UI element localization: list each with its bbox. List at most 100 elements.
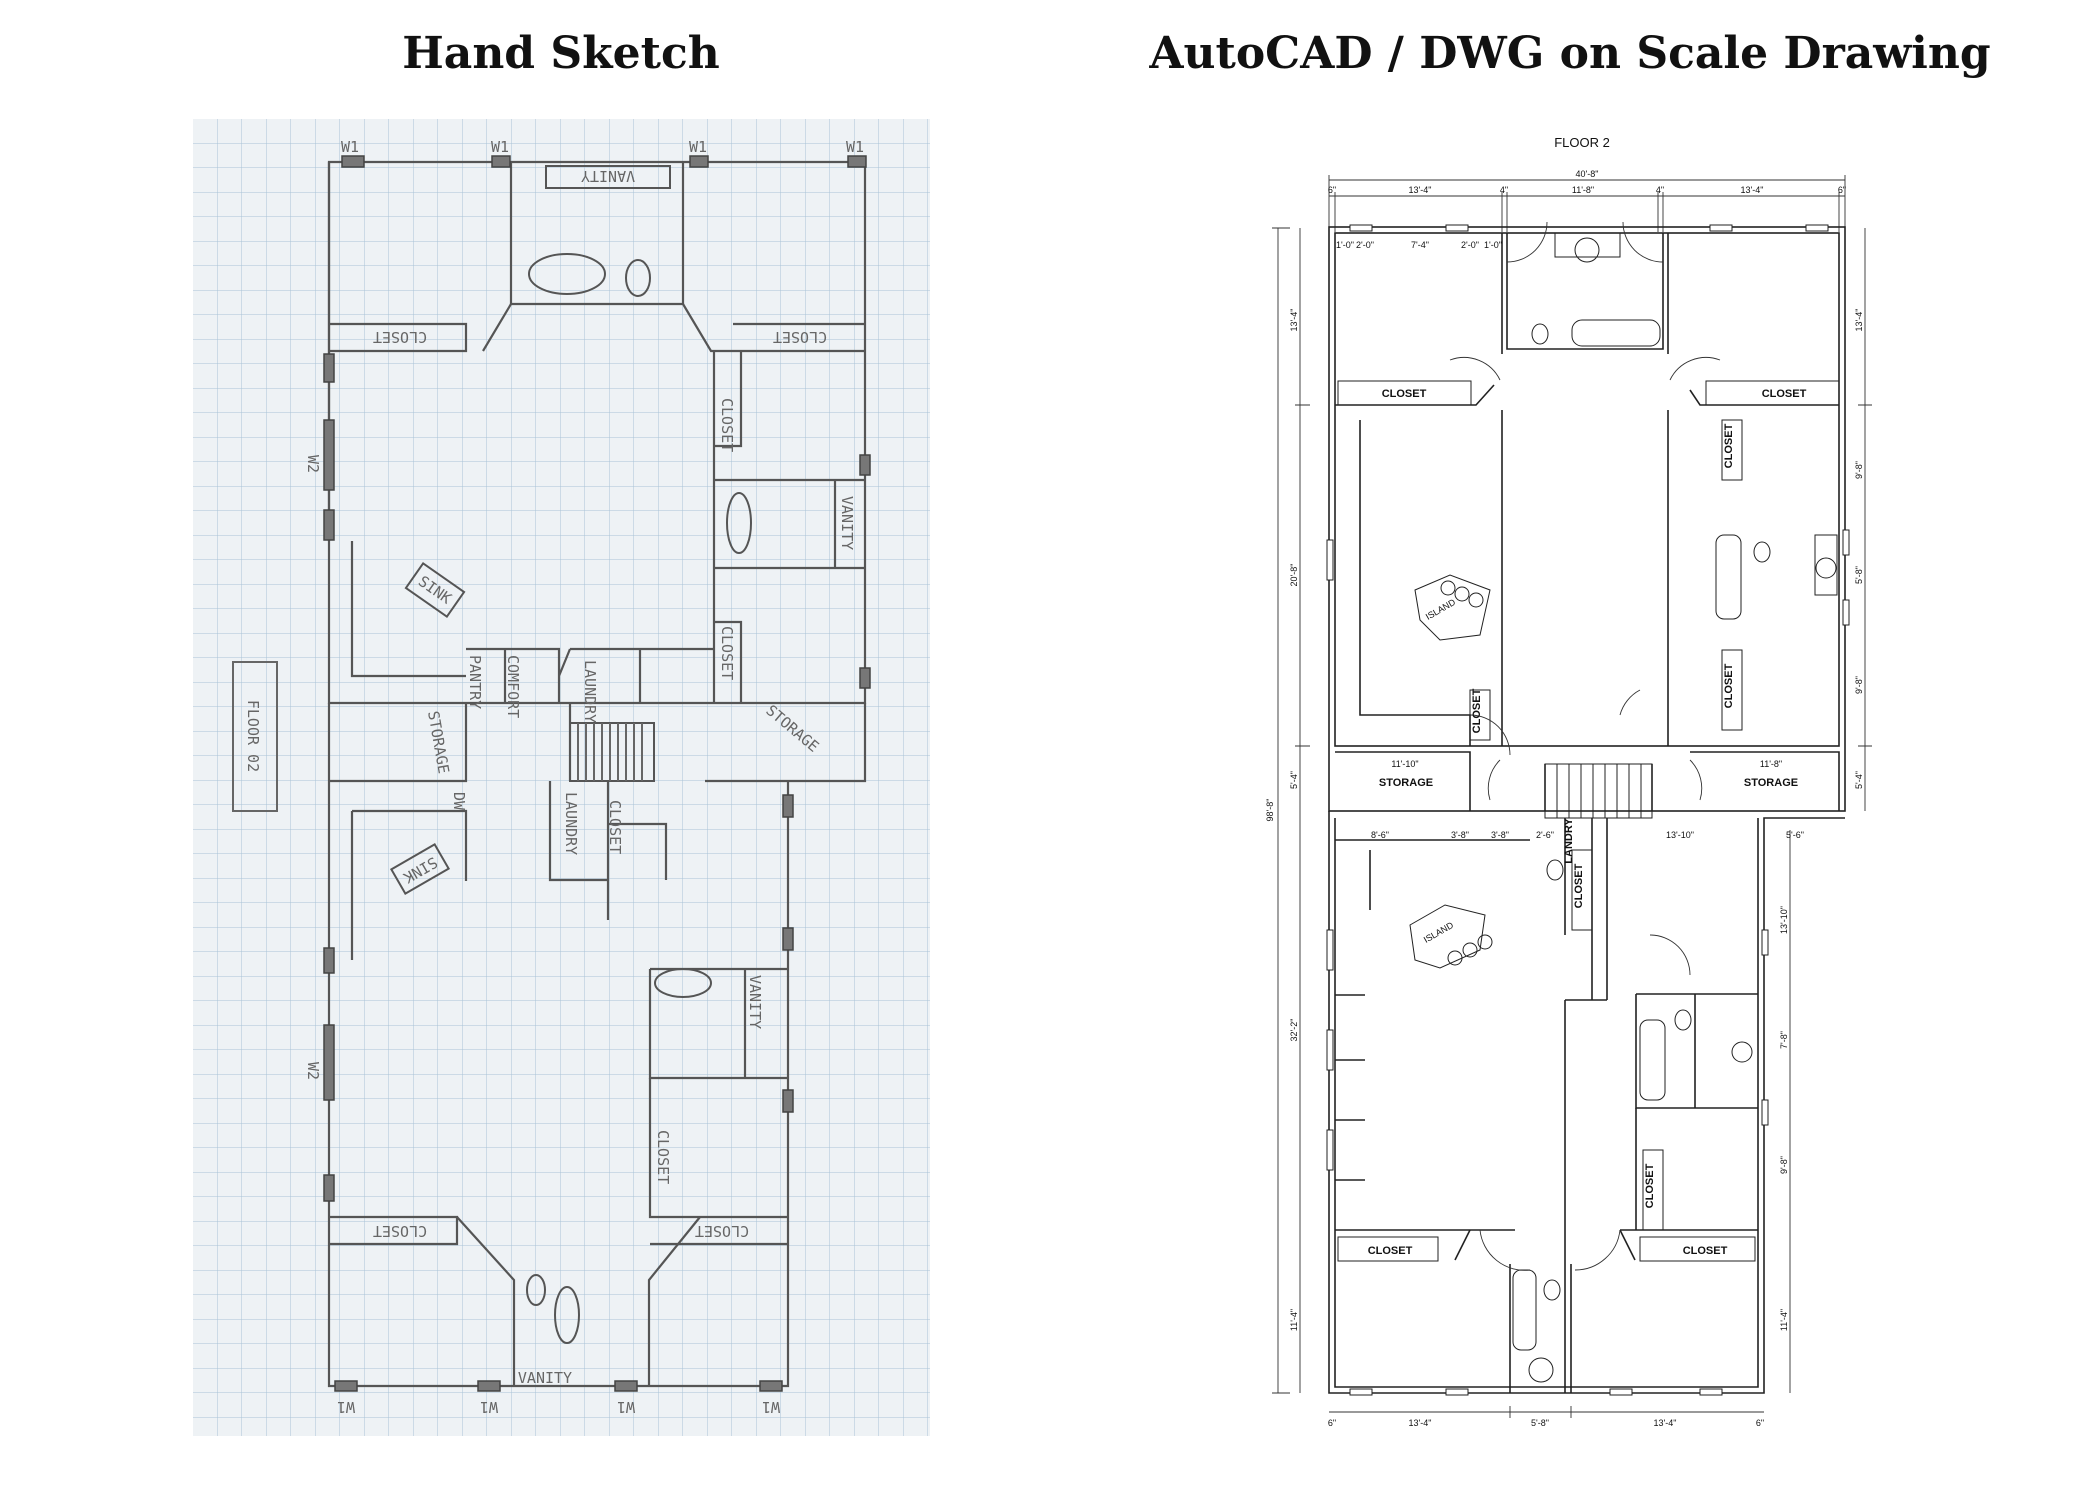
laundry-label: LAUNDRY bbox=[581, 660, 599, 723]
dim-label: 4" bbox=[1656, 185, 1664, 195]
dim-label: 9'-8" bbox=[1854, 676, 1864, 694]
window-tag: W1 bbox=[491, 138, 509, 156]
bathtub-sketch bbox=[554, 1286, 580, 1344]
bathtub bbox=[1512, 1269, 1537, 1351]
closet-label: CLOSET bbox=[718, 398, 736, 452]
comfort-room-label: COMFORT bbox=[504, 655, 522, 718]
sketch-windows bbox=[323, 155, 871, 1392]
dim-label: 11'-8" bbox=[1572, 185, 1594, 195]
cad-windows bbox=[1326, 224, 1850, 1396]
laundry-label: LANDRY bbox=[1563, 818, 1575, 864]
window-w1 bbox=[334, 1380, 358, 1392]
closet-label: CLOSET bbox=[654, 1130, 672, 1184]
dim-label: 13'-10" bbox=[1779, 906, 1789, 934]
dim-label: 11'-4" bbox=[1779, 1309, 1789, 1331]
window-w1 bbox=[859, 454, 871, 476]
window-w1 bbox=[491, 155, 511, 168]
bathtub-sketch bbox=[528, 253, 606, 295]
vanity bbox=[1554, 232, 1621, 258]
dim-label: 5'-6" bbox=[1786, 830, 1804, 840]
hand-sketch: VANITY CLOSET CLOSET CLOSET VANITY CLOSE… bbox=[193, 119, 930, 1436]
closet-label: CLOSET bbox=[1762, 388, 1807, 400]
window-w1 bbox=[782, 1089, 794, 1113]
dim-label: 13'-4" bbox=[1654, 1418, 1677, 1428]
sketch-fixtures bbox=[389, 165, 752, 1344]
dim-label: 32'-2" bbox=[1289, 1019, 1299, 1042]
floor-label-box bbox=[232, 661, 278, 812]
window-w1 bbox=[782, 794, 794, 818]
window-tag: W1 bbox=[762, 1398, 780, 1416]
closet-label: CLOSET bbox=[373, 328, 427, 346]
closet-label: CLOSET bbox=[695, 1222, 749, 1240]
toilet-sketch bbox=[625, 259, 651, 297]
island-label: ISLAND bbox=[1422, 920, 1456, 945]
window-tag: W2 bbox=[304, 455, 322, 473]
window-w1 bbox=[341, 155, 365, 168]
toilet-sketch bbox=[526, 1274, 546, 1306]
sink bbox=[1528, 1357, 1554, 1383]
dim-label: 13'-4" bbox=[1741, 185, 1764, 195]
dim-label: 3'-8" bbox=[1451, 830, 1469, 840]
bathtub bbox=[1715, 534, 1742, 620]
storage-label: STORAGE bbox=[1744, 777, 1798, 789]
vanity-label: VANITY bbox=[518, 1369, 572, 1387]
hand-sketch-title: Hand Sketch bbox=[402, 28, 720, 79]
sink bbox=[1574, 237, 1600, 263]
dim-label: 11'-4" bbox=[1289, 1309, 1299, 1331]
dim-label: 5'-4" bbox=[1289, 771, 1299, 789]
dim-label: 9'-8" bbox=[1854, 461, 1864, 479]
dim-label: 20'-8" bbox=[1289, 564, 1299, 587]
kitchen-island bbox=[1409, 904, 1486, 969]
dim-label: 11'-10" bbox=[1391, 759, 1418, 769]
cad-fixtures bbox=[1409, 232, 1838, 1383]
kitchen-island-sketch bbox=[389, 843, 451, 895]
window-w1 bbox=[323, 947, 335, 974]
window-tag: W2 bbox=[304, 1062, 322, 1080]
window-w2 bbox=[323, 419, 335, 491]
dim-label: 13'-4" bbox=[1289, 309, 1299, 332]
vanity bbox=[1814, 534, 1838, 596]
window-w1 bbox=[323, 1174, 335, 1202]
dim-overall-width: 40'-8" bbox=[1576, 169, 1599, 179]
bathtub-sketch bbox=[654, 968, 712, 998]
dim-label: 1'-0" bbox=[1484, 240, 1502, 250]
toilet bbox=[1546, 859, 1564, 881]
dishwasher-label: DW bbox=[450, 792, 468, 811]
closet-label: CLOSET bbox=[1471, 688, 1483, 733]
kitchen-island bbox=[1414, 574, 1491, 641]
window-w1 bbox=[847, 155, 867, 168]
dim-label: 13'-4" bbox=[1409, 1418, 1432, 1428]
bathtub bbox=[1639, 1019, 1666, 1101]
closet-label: CLOSET bbox=[1644, 1163, 1656, 1208]
closet-label: CLOSET bbox=[1368, 1245, 1413, 1257]
laundry-label: LAUNDRY bbox=[562, 792, 580, 855]
sketch-stairs bbox=[569, 722, 655, 782]
sketch-floor-label: FLOOR 02 bbox=[244, 700, 262, 772]
dim-label: 13'-4" bbox=[1409, 185, 1432, 195]
window-w1 bbox=[614, 1380, 638, 1392]
toilet bbox=[1674, 1009, 1692, 1031]
dim-label: 11'-8" bbox=[1760, 759, 1782, 769]
vanity-label: VANITY bbox=[581, 167, 635, 185]
cad-dimension-lines bbox=[1272, 175, 1872, 1418]
dim-label: 6" bbox=[1756, 1418, 1764, 1428]
sink bbox=[1815, 557, 1837, 579]
closet-label: CLOSET bbox=[1382, 388, 1427, 400]
dim-overall-height: 98'-8" bbox=[1265, 799, 1275, 822]
kitchen-island-sketch bbox=[404, 561, 466, 619]
cad-closets bbox=[1337, 380, 1840, 1262]
closet-label: CLOSET bbox=[773, 328, 827, 346]
pantry-label: PANTRY bbox=[466, 655, 484, 709]
bathtub-sketch bbox=[726, 492, 752, 554]
window-tag: W1 bbox=[846, 138, 864, 156]
toilet bbox=[1531, 323, 1549, 345]
cad-drawing-title: AutoCAD / DWG on Scale Drawing bbox=[1149, 28, 1991, 79]
window-tag: W1 bbox=[480, 1398, 498, 1416]
dim-label: 2'-6" bbox=[1536, 830, 1554, 840]
dim-label: 5'-8" bbox=[1854, 566, 1864, 584]
cad-floor-label: FLOOR 2 bbox=[1554, 135, 1610, 150]
window-tag: W1 bbox=[689, 138, 707, 156]
toilet bbox=[1753, 541, 1771, 563]
closet-label: CLOSET bbox=[1573, 863, 1585, 908]
